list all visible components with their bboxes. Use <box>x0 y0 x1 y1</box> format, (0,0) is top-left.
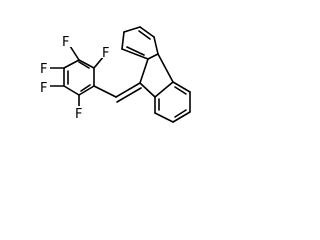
fluorene-unit <box>121 26 191 123</box>
lower-ring-bond-4 <box>172 111 191 123</box>
upper-ring-bond-3 <box>139 26 155 38</box>
lower-ring-bond-2 <box>172 81 191 93</box>
cf-bond-1 <box>69 45 80 61</box>
ring-bond-4 <box>63 85 80 96</box>
f3-label-bg <box>39 80 50 93</box>
fluorine-bonds <box>49 45 105 109</box>
lower-ring-bond-5 <box>154 112 174 123</box>
upper-ring-bond-2 <box>153 36 159 55</box>
vinyl-single-bond <box>93 85 117 98</box>
f4-label-bg <box>75 106 86 119</box>
fluorine-label-1: F <box>62 35 69 50</box>
upper-ring-double-1 <box>138 30 151 40</box>
f1-label-bg <box>62 34 73 47</box>
upper-ring-bond-5 <box>121 31 125 50</box>
vinyl-double-bond-outer <box>115 82 141 98</box>
fluorine-label-3: F <box>40 81 47 96</box>
fluorene-c9-bond-upper <box>139 58 149 84</box>
fluorine-label-2: F <box>40 62 47 77</box>
pentafluorophenyl-ring <box>63 59 95 96</box>
fluorine-labels: F F F F F <box>39 34 112 122</box>
structure-diagram: F F F F F <box>39 26 191 123</box>
ring-bond-5 <box>78 85 95 96</box>
fluorene-c9-bond-lower <box>139 82 156 98</box>
lower-ring-bond-1 <box>154 81 174 98</box>
upper-ring-bond-1 <box>147 53 159 60</box>
vinyl-double-bond-inner <box>116 87 142 103</box>
lower-ring-double-2 <box>174 109 187 118</box>
upper-ring-double-2 <box>126 46 145 56</box>
f5-label-bg <box>101 45 112 58</box>
f2-label-bg <box>39 61 50 74</box>
ring-bond-1 <box>78 59 95 69</box>
ring-double-bond-1 <box>78 61 90 69</box>
upper-ring-bond-4 <box>123 26 141 33</box>
ring-bond-2 <box>63 59 80 69</box>
lower-ring-double-1 <box>174 86 187 95</box>
upper-ring-bond-6 <box>121 48 149 60</box>
vinyl-linkage <box>93 82 142 103</box>
fluorine-label-4: F <box>75 107 82 122</box>
ring-double-bond-3 <box>80 84 91 92</box>
fluorine-label-5: F <box>102 46 109 61</box>
fluorene-biaryl-bond <box>157 53 174 83</box>
